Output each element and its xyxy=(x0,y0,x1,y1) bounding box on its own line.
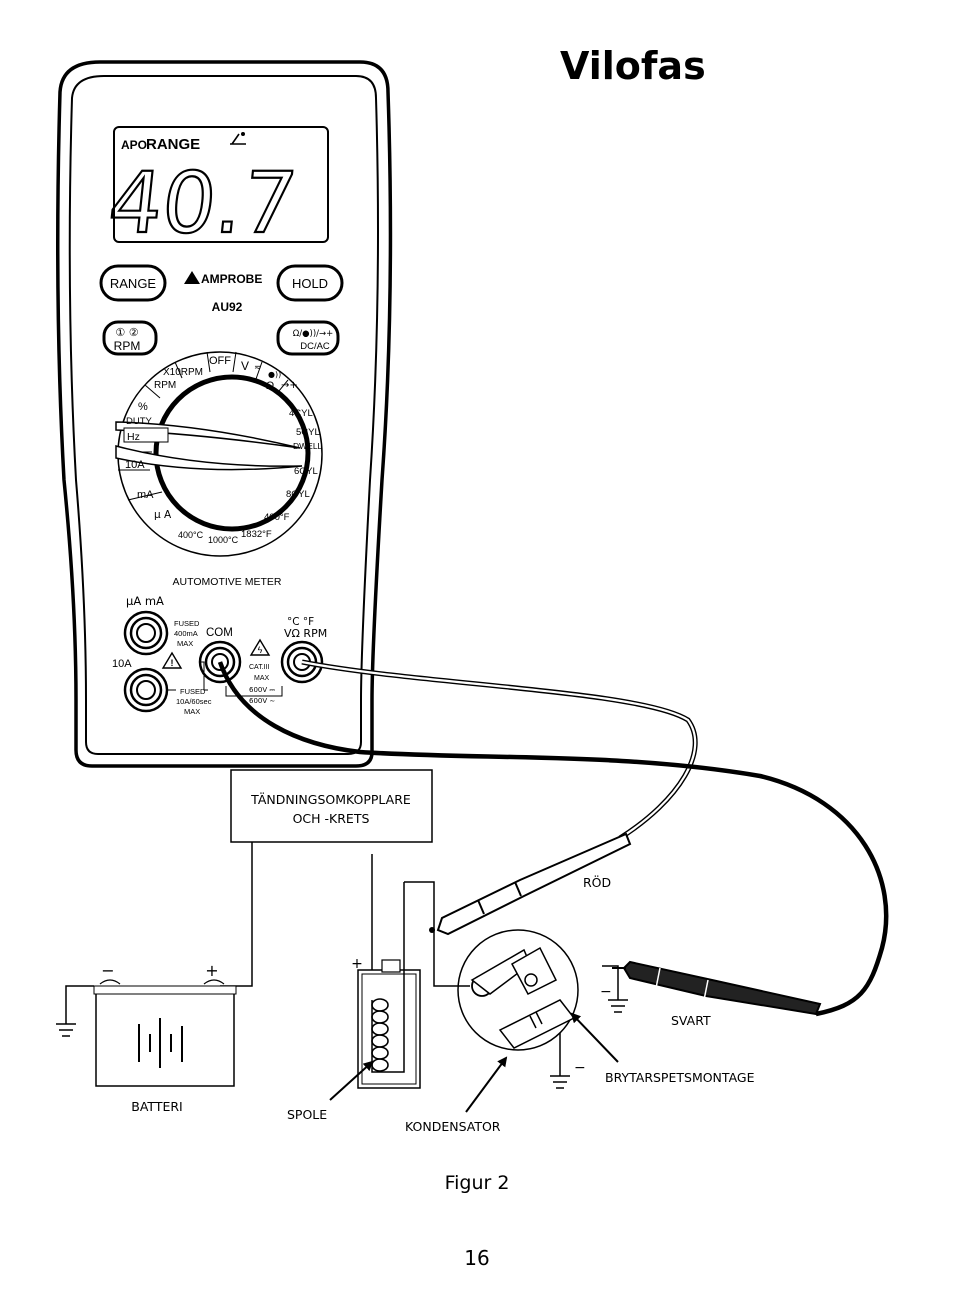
knob-pointer-lower xyxy=(115,445,303,471)
dial-x10rpm: X10RPM xyxy=(163,367,203,378)
breaker-arrow xyxy=(570,1012,619,1063)
cat-max: MAX xyxy=(254,675,270,682)
capacitor-label: KONDENSATOR xyxy=(405,1119,501,1134)
dial-percent: % xyxy=(138,401,148,413)
dial-rpm: RPM xyxy=(154,380,176,391)
rpm-cylinder-icons: ① ② xyxy=(115,326,138,339)
pointer-arrows xyxy=(329,1012,619,1113)
v600-dc: 600V ⎓ xyxy=(249,686,275,694)
ignition-switch-box: TÄNDNINGSOMKOPPLARE OCH -KRETS xyxy=(230,769,433,843)
distributor-ground-icon: − xyxy=(550,1060,586,1089)
probe-ground-icon: − xyxy=(600,984,628,1013)
lcd-reading: 40.7 xyxy=(104,154,301,252)
coil-plus: + xyxy=(351,956,363,972)
rpm-button-label: RPM xyxy=(114,339,141,353)
fused-10a-line3: MAX xyxy=(184,707,200,716)
amprobe-logo: AMPROBE xyxy=(184,271,262,286)
capacitor-arrow xyxy=(465,1056,508,1113)
dial-400c: 400°C xyxy=(178,530,204,540)
switch-box-line2: OCH -KRETS xyxy=(293,811,370,826)
lcd-display xyxy=(113,126,329,243)
battery: − + xyxy=(93,961,237,1087)
battery-ground-icon xyxy=(56,1023,76,1037)
dial-duty: DUTY xyxy=(126,416,153,427)
fused-10a-line2: 10A/60sec xyxy=(176,697,212,706)
svg-text:!: ! xyxy=(171,658,174,668)
page-number: 16 xyxy=(464,1246,490,1270)
jack-com-label: COM xyxy=(206,627,233,639)
rotary-knob[interactable] xyxy=(153,374,311,532)
dial-volts: V xyxy=(241,359,249,373)
svg-text:AMPROBE: AMPROBE xyxy=(201,272,262,286)
dial-400f: 400°F xyxy=(264,512,290,523)
dial-off: OFF xyxy=(209,355,231,367)
jack-temp-label: °C °F xyxy=(287,616,314,628)
warning-icon-10a: ! xyxy=(161,651,183,669)
dial-5cyl: 5CYL xyxy=(296,427,320,438)
hold-button[interactable] xyxy=(276,264,344,302)
low-battery-icon xyxy=(230,132,246,145)
jack-10a[interactable] xyxy=(123,667,169,713)
svg-text:ϟ: ϟ xyxy=(258,645,263,655)
cat-rating: CAT.III xyxy=(249,664,270,671)
fused-10a-line1: FUSED xyxy=(180,687,206,696)
switch-box-line1: TÄNDNINGSOMKOPPLARE xyxy=(250,792,411,807)
model-label: AU92 xyxy=(212,300,243,314)
dial-separators xyxy=(118,351,289,501)
multimeter: APO RANGE 40.7 RANGE HOLD AMPROBE AU92 ①… xyxy=(56,60,393,768)
probe-ground-minus: − xyxy=(600,984,612,1000)
warning-icon: ϟ xyxy=(249,638,271,656)
apo-indicator: APO xyxy=(121,138,147,152)
coil-label: SPOLE xyxy=(287,1107,327,1122)
dial-dwell: DWELL xyxy=(293,441,323,451)
fused-ma-line1: FUSED xyxy=(174,619,200,628)
hold-button-label: HOLD xyxy=(292,276,328,291)
dial-10a: 10A xyxy=(125,459,145,471)
range-button[interactable] xyxy=(99,264,167,302)
figure-caption: Figur 2 xyxy=(444,1172,510,1194)
coil-arrow xyxy=(329,1060,374,1101)
dial-hz: Hz xyxy=(127,431,140,443)
dial-ua: μ A xyxy=(154,509,172,521)
dial-ma: mA xyxy=(137,489,154,501)
mode-button-bottom-label: DC/AC xyxy=(300,341,330,352)
distributor-ground-minus: − xyxy=(574,1060,586,1076)
battery-minus: − xyxy=(101,961,114,980)
black-lead-label: SVART xyxy=(671,1013,711,1028)
ignition-coil: + xyxy=(351,882,421,1089)
battery-label: BATTERI xyxy=(131,1099,182,1114)
breaker-assembly-label: BRYTARSPETSMONTAGE xyxy=(605,1070,755,1085)
fused-ma-line3: MAX xyxy=(177,639,193,648)
jack-ua-ma[interactable] xyxy=(123,610,169,656)
svg-text:≂: ≂ xyxy=(254,363,262,373)
mode-button[interactable] xyxy=(276,320,340,356)
battery-plus: + xyxy=(205,961,218,980)
mode-button-top-label: Ω/●))/→+ xyxy=(293,329,334,339)
dial-1000c: 1000°C xyxy=(208,535,239,545)
jack-ua-ma-label: μA mA xyxy=(126,594,164,608)
continuity-icon: ●)) xyxy=(268,370,281,379)
red-test-lead xyxy=(301,659,698,936)
black-test-lead xyxy=(217,661,889,1017)
dial-1832f: 1832°F xyxy=(241,529,272,540)
diode-icon: →+ xyxy=(281,380,298,391)
red-lead-label: RÖD xyxy=(583,874,611,890)
jack-10a-label: 10A xyxy=(112,658,132,670)
rpm-button[interactable] xyxy=(102,320,158,356)
fused-ma-line2: 400mA xyxy=(174,629,198,638)
dial-8cyl: 8CYL xyxy=(286,489,310,500)
range-button-label: RANGE xyxy=(110,276,157,291)
automotive-meter-label: AUTOMOTIVE METER xyxy=(173,576,282,588)
page-title: Vilofas xyxy=(560,44,706,88)
breaker-point-assembly xyxy=(457,929,579,1051)
v600-ac: 600V ∼ xyxy=(249,697,275,705)
dial-ohm: Ω xyxy=(266,380,274,392)
jack-v-ohm-rpm-label: VΩ RPM xyxy=(284,627,327,640)
range-indicator: RANGE xyxy=(146,136,200,153)
dial-4cyl: 4CYL xyxy=(289,408,313,419)
dial-6cyl: 6CYL xyxy=(294,466,318,477)
